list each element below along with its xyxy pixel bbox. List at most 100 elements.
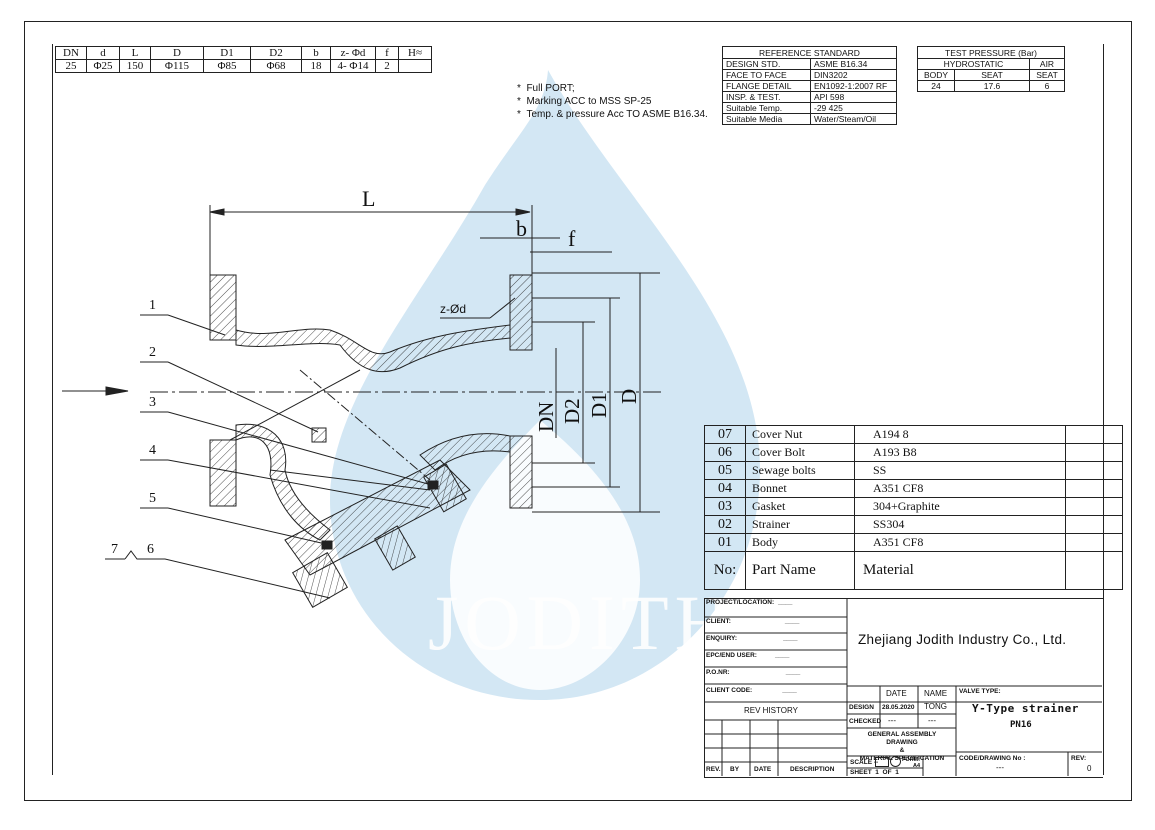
projection-circle-icon — [890, 756, 901, 767]
rev-value: 0 — [1087, 764, 1092, 773]
part-number: 02 — [704, 515, 746, 534]
inner-frame — [52, 44, 1104, 775]
part-extra — [1065, 551, 1123, 590]
label-b: b — [516, 216, 527, 241]
dimension-table: DN d L D D1 D2 b z- Φd f H≈ 25 Φ25 150 Φ… — [55, 46, 432, 73]
note-item: * Full PORT; — [517, 83, 575, 94]
callout-7: 7 — [111, 542, 118, 557]
title-block — [704, 598, 1103, 778]
valve-type-label: VALVE TYPE: — [959, 688, 1001, 695]
projection-symbol-icon — [875, 757, 889, 767]
sewage-bolt — [291, 551, 349, 609]
rev-col-by: BY — [730, 766, 740, 773]
code-drawing-value: --- — [996, 763, 1004, 772]
callout-6: 6 — [147, 542, 154, 557]
strainer-screen-top — [229, 369, 361, 441]
flow-arrow-head — [105, 386, 129, 396]
rev-label: REV: — [1071, 755, 1087, 762]
reference-standard-table: REFERENCE STANDARD DESIGN STD.ASME B16.3… — [722, 46, 897, 125]
design-name: TONG — [924, 702, 947, 711]
checked-name: --- — [928, 716, 936, 725]
rev-col-date: DATE — [754, 766, 772, 773]
dim-value: Φ68 — [250, 59, 302, 73]
leader-6 — [124, 550, 331, 599]
field-client: CLIENT:____ — [706, 618, 800, 625]
leader-5-tip — [167, 507, 331, 546]
field-po: P.O.NR:____ — [706, 669, 801, 676]
leader-2-tip — [167, 361, 319, 433]
checked-date: --- — [888, 716, 896, 725]
part-number: 07 — [704, 425, 746, 444]
part-name: Body — [745, 533, 855, 552]
right-flange-bottom — [509, 435, 533, 509]
general-assembly-label: GENERAL ASSEMBLY DRAWING&MATERIAL SPECIF… — [859, 731, 945, 762]
notes-block: * Full PORT; * Marking ACC to MSS SP-25 … — [517, 82, 708, 121]
ref-value: Water/Steam/Oil — [810, 113, 897, 125]
valve-type-value: Y-Type strainer — [972, 702, 1079, 715]
field-epc: EPC/END USER:____ — [706, 652, 790, 659]
note-item: * Marking ACC to MSS SP-25 — [517, 96, 652, 107]
dim-value: Φ25 — [86, 59, 120, 73]
callout-1: 1 — [149, 298, 156, 313]
date-header: DATE — [886, 689, 907, 698]
leader-zd-tip — [489, 297, 516, 319]
code-drawing-label: CODE/DRAWING No : — [959, 755, 1026, 762]
dim-arrows-L — [209, 208, 531, 216]
air-label: AIR — [1029, 58, 1065, 70]
design-label: DESIGN — [849, 704, 874, 711]
left-flange-bottom — [209, 439, 237, 507]
callout-4: 4 — [149, 443, 156, 458]
dimension-value-row: 25 Φ25 150 Φ115 Φ85 Φ68 18 4- Φ14 2 — [55, 59, 432, 73]
bonnet-bolt-right — [423, 463, 467, 513]
name-header: NAME — [924, 689, 948, 698]
callout-3: 3 — [149, 395, 156, 410]
gasket-mark — [321, 540, 333, 550]
dim-value — [398, 59, 432, 73]
rev-col-rev: REV. — [706, 766, 721, 773]
callout-5: 5 — [149, 491, 156, 506]
label-L: L — [362, 186, 376, 211]
note-item: * Temp. & pressure Acc TO ASME B16.34. — [517, 109, 708, 120]
leader-3-tip — [167, 411, 429, 485]
part-name: Bonnet — [745, 479, 855, 498]
scale-field: SCALE -- — [850, 759, 879, 766]
body-top-wall — [235, 324, 511, 373]
part-number: 05 — [704, 461, 746, 480]
sheet-border — [24, 21, 1132, 801]
rev-col-description: DESCRIPTION — [790, 766, 835, 773]
design-date: 28.05.2020 — [882, 704, 915, 711]
sheet-field: SHEET 1 OF 1 — [850, 769, 899, 776]
leader-4-tip — [167, 459, 431, 509]
strainer-mesh — [311, 427, 327, 443]
company-name: Zhejiang Jodith Industry Co., Ltd. — [858, 632, 1067, 647]
form-field: FORM:A4 — [902, 757, 921, 769]
parts-header-material: Material — [854, 551, 1066, 590]
parts-header-name: Part Name — [745, 551, 855, 590]
parts-header-no: No: — [704, 551, 746, 590]
strainer-axis — [299, 369, 431, 481]
callout-2: 2 — [149, 345, 156, 360]
dim-value: 2 — [375, 59, 399, 73]
part-material: A351 CF8 — [854, 533, 1066, 552]
watermark-text: JODITH — [428, 579, 737, 666]
leader-1-tip — [167, 314, 226, 336]
field-project: PROJECT/LOCATION: ____ — [706, 599, 793, 606]
rev-history-title: REV HISTORY — [744, 706, 798, 715]
field-client-code: CLIENT CODE:____ — [706, 687, 797, 694]
right-flange-top — [509, 274, 533, 351]
gasket-mark — [427, 480, 439, 490]
checked-label: CHECKED — [849, 718, 882, 725]
left-flange-top — [209, 274, 237, 341]
field-enquiry: ENQUIRY:____ — [706, 635, 798, 642]
dim-value: Φ85 — [203, 59, 251, 73]
pressure-value: 6 — [1029, 80, 1065, 92]
label-f: f — [568, 226, 576, 251]
